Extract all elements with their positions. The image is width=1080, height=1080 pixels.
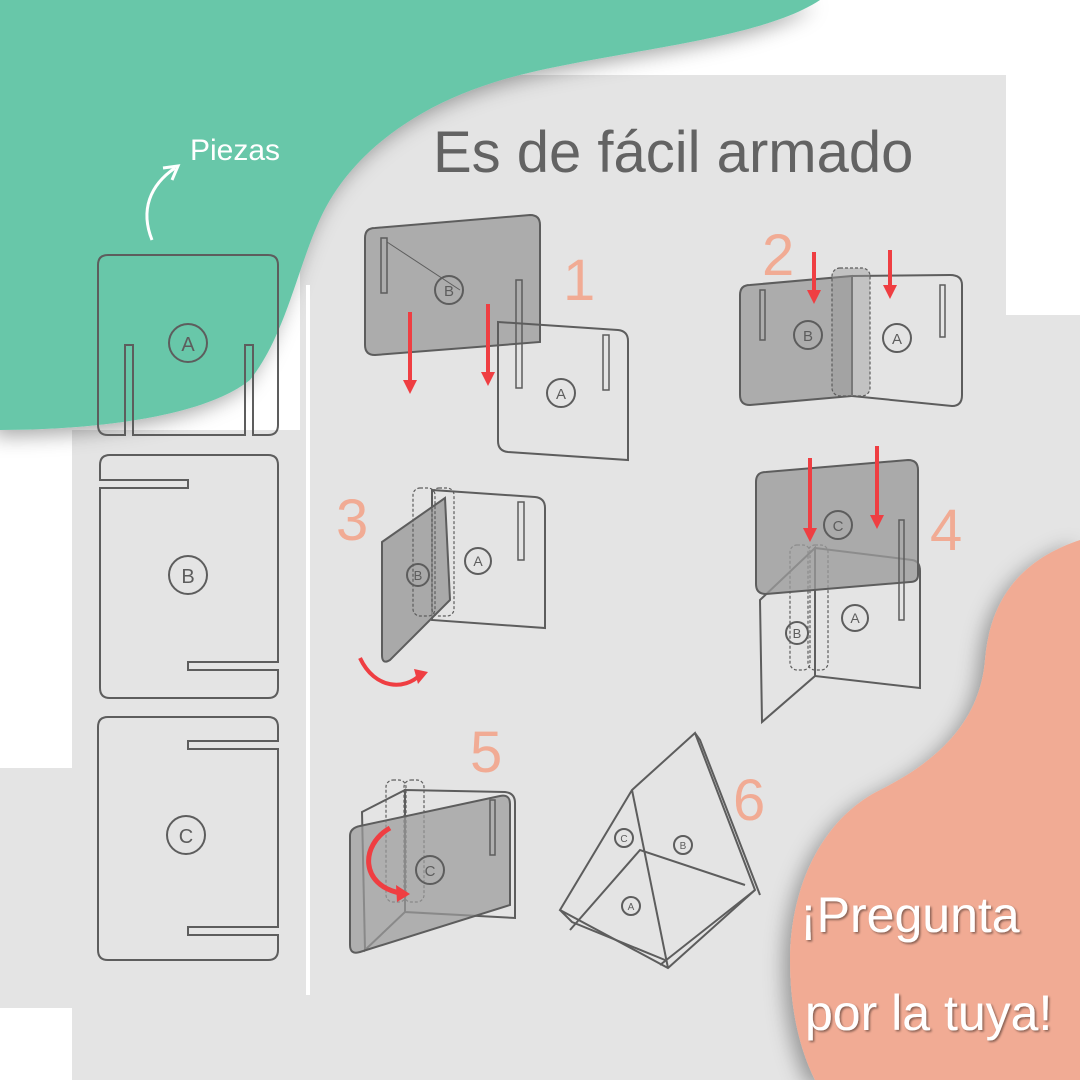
step-6-number: 6 [733, 768, 765, 833]
step-3-part-b: B [414, 568, 423, 583]
piece-b [99, 454, 279, 699]
step-6-part-b: B [680, 841, 687, 852]
step-6-diagram [558, 731, 761, 970]
step-5-part-c: C [425, 863, 436, 880]
pieces-arrow-head-icon [162, 164, 181, 181]
step-4-part-c: C [833, 518, 844, 535]
page-title: Es de fácil armado [433, 120, 913, 185]
step-3-part-a: A [473, 553, 483, 569]
step-4-number: 4 [930, 498, 962, 563]
cta-line-2: por la tuya! [805, 985, 1052, 1041]
piece-a [97, 254, 279, 436]
step-2-diagram [739, 250, 963, 408]
step-2-part-a: A [892, 331, 902, 348]
step-1-number: 1 [563, 248, 595, 313]
step-1-part-a: A [556, 386, 566, 403]
step-6-part-c: C [620, 834, 627, 845]
step-1-part-b: B [444, 283, 454, 300]
pieces-label: Piezas [190, 134, 280, 167]
step-2-number: 2 [762, 223, 794, 288]
step-2-part-b: B [803, 328, 813, 345]
step-3-diagram [358, 487, 546, 687]
piece-c-label: C [179, 826, 193, 848]
step-6-part-a: A [628, 902, 635, 913]
piece-c [97, 716, 279, 961]
step-1-diagram [364, 213, 629, 462]
salmon-blob [790, 540, 1080, 1080]
step-4-diagram [755, 446, 921, 725]
green-blob [0, 0, 820, 430]
step-4-part-a: A [850, 610, 860, 626]
step-4-part-b: B [793, 626, 802, 641]
step-5-diagram [349, 779, 516, 954]
piece-b-label: B [181, 566, 194, 588]
pieces-arrow-icon [145, 166, 176, 241]
step-3-number: 3 [336, 488, 368, 553]
cta-line-1: ¡Pregunta [800, 887, 1020, 943]
step-5-number: 5 [470, 720, 502, 785]
piece-a-label: A [181, 334, 195, 356]
